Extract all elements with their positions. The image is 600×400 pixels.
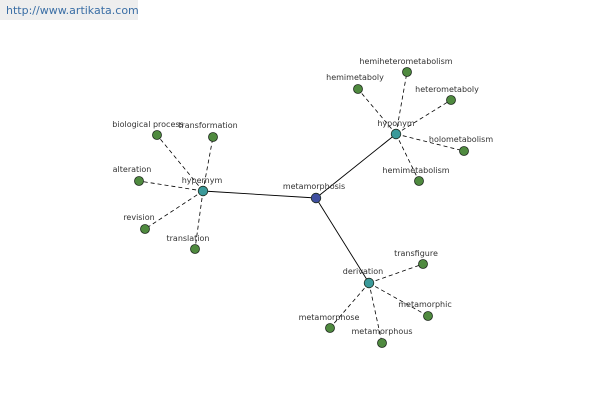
leaf-node-hemimetaboly[interactable]: [353, 84, 363, 94]
relation-node-hyponym[interactable]: [390, 128, 402, 140]
edge-center-to-hyponym: [315, 133, 397, 199]
leaf-node-hemimetabolism[interactable]: [414, 176, 424, 186]
leaf-node-holometabolism[interactable]: [459, 146, 469, 156]
relation-label-derivation[interactable]: derivation: [343, 267, 383, 276]
leaf-node-heterometaboly[interactable]: [446, 95, 456, 105]
edge-hypernym-to-translation: [194, 190, 204, 250]
edge-center-to-hypernym: [202, 190, 317, 199]
leaf-label-translation[interactable]: translation: [166, 234, 209, 243]
relation-node-hypernym[interactable]: [197, 185, 209, 197]
edge-hyponym-to-hemimetabolism: [395, 133, 420, 182]
leaf-node-transfigure[interactable]: [418, 259, 428, 269]
center-node-metamorphosis[interactable]: [310, 192, 322, 204]
relation-node-derivation[interactable]: [363, 277, 375, 289]
leaf-label-alteration[interactable]: alteration: [113, 165, 152, 174]
leaf-node-alteration[interactable]: [134, 176, 144, 186]
edge-derivation-to-transfigure: [368, 263, 424, 284]
leaf-node-biological-process[interactable]: [152, 130, 162, 140]
edge-hypernym-to-revision: [144, 190, 204, 230]
edge-hyponym-to-hemiheterometabolism: [395, 71, 408, 135]
leaf-node-transformation[interactable]: [208, 132, 218, 142]
leaf-node-revision[interactable]: [140, 224, 150, 234]
leaf-label-hemimetaboly[interactable]: hemimetaboly: [326, 73, 384, 82]
relation-label-hyponym[interactable]: hyponym: [377, 119, 415, 128]
edge-hypernym-to-alteration: [138, 180, 204, 192]
url-bar: http://www.artikata.com: [0, 0, 139, 20]
edge-hypernym-to-transformation: [202, 136, 214, 192]
graph-edges: [138, 71, 465, 344]
leaf-label-metamorphous[interactable]: metamorphous: [351, 327, 412, 336]
leaf-label-metamorphose[interactable]: metamorphose: [299, 313, 360, 322]
center-label-metamorphosis[interactable]: metamorphosis: [283, 182, 345, 191]
leaf-node-hemiheterometabolism[interactable]: [402, 67, 412, 77]
edge-derivation-to-metamorphic: [368, 282, 429, 317]
leaf-label-hemiheterometabolism[interactable]: hemiheterometabolism: [359, 57, 452, 66]
edge-derivation-to-metamorphous: [368, 282, 383, 344]
edge-hyponym-to-heterometaboly: [395, 99, 452, 135]
edge-hyponym-to-hemimetaboly: [357, 88, 397, 135]
leaf-label-hemimetabolism[interactable]: hemimetabolism: [382, 166, 449, 175]
leaf-node-metamorphic[interactable]: [423, 311, 433, 321]
edge-hypernym-to-biological-process: [156, 134, 204, 192]
leaf-label-heterometaboly[interactable]: heterometaboly: [415, 85, 479, 94]
leaf-node-translation[interactable]: [190, 244, 200, 254]
leaf-label-metamorphic[interactable]: metamorphic: [398, 300, 452, 309]
relation-label-hypernym[interactable]: hypernym: [182, 176, 223, 185]
leaf-label-transfigure[interactable]: transfigure: [394, 249, 438, 258]
site-url-link[interactable]: http://www.artikata.com: [6, 4, 139, 17]
leaf-label-revision[interactable]: revision: [123, 213, 154, 222]
edge-derivation-to-metamorphose: [329, 282, 370, 329]
edge-center-to-derivation: [315, 197, 370, 284]
leaf-label-holometabolism[interactable]: holometabolism: [429, 135, 493, 144]
edge-hyponym-to-holometabolism: [395, 133, 465, 152]
leaf-label-transformation[interactable]: transformation: [178, 121, 237, 130]
leaf-node-metamorphose[interactable]: [325, 323, 335, 333]
leaf-label-biological-process[interactable]: biological process: [112, 120, 183, 129]
leaf-node-metamorphous[interactable]: [377, 338, 387, 348]
